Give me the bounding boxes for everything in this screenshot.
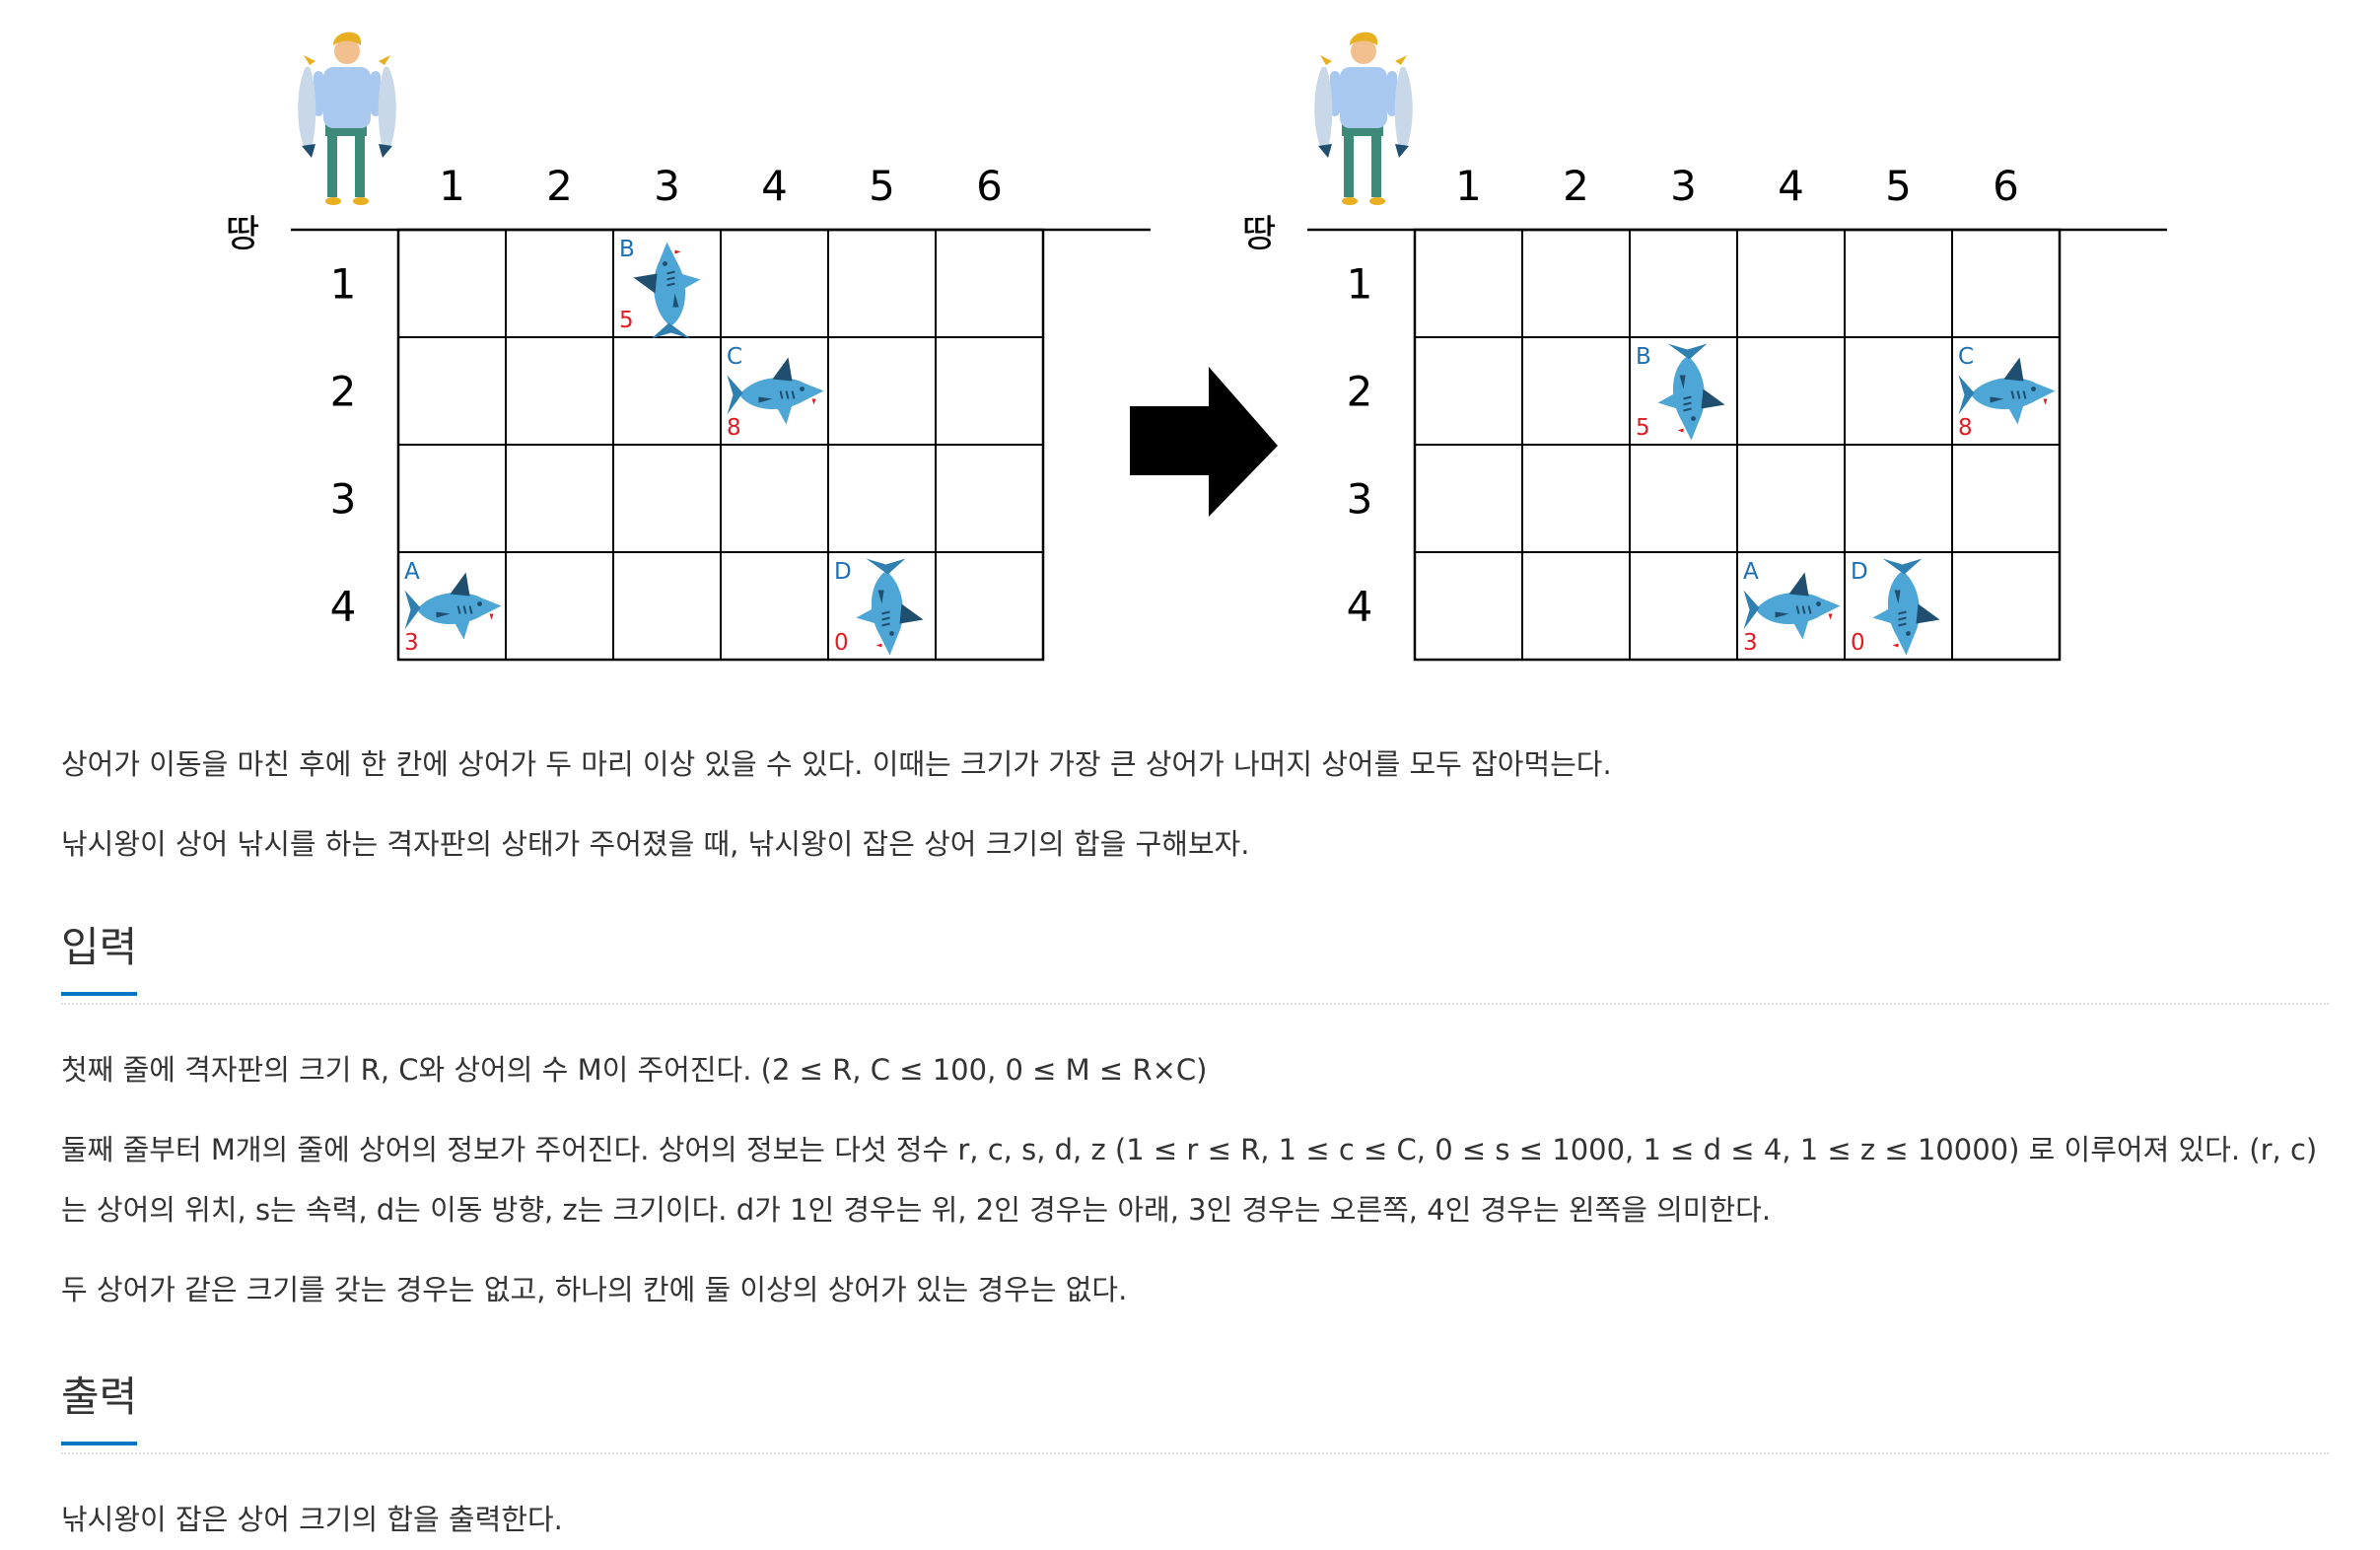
row-label: 2 <box>1347 368 1373 416</box>
column-label: 5 <box>1885 162 1912 210</box>
column-label: 2 <box>546 162 573 210</box>
column-label: 3 <box>1670 162 1697 210</box>
land-label: 땅 <box>226 212 260 255</box>
shark-size: 0 <box>1851 630 1865 656</box>
input-paragraph-2: 둘째 줄부터 M개의 줄에 상어의 정보가 주어진다. 상어의 정보는 다섯 정… <box>61 1133 2318 1227</box>
shark-icon <box>855 557 925 657</box>
shark-letter: B <box>619 237 635 262</box>
shark-b: B5 <box>1636 342 1726 442</box>
row-label: 4 <box>1347 583 1373 631</box>
column-label: 4 <box>761 162 788 210</box>
shark-letter: D <box>1851 559 1868 585</box>
paragraph-shark-eating: 상어가 이동을 마친 후에 한 칸에 상어가 두 마리 이상 있을 수 있다. … <box>61 747 1612 781</box>
shark-b: B5 <box>619 237 702 340</box>
output-paragraph-1: 낚시왕이 잡은 상어 크기의 합을 출력한다. <box>61 1503 563 1536</box>
shark-size: 0 <box>834 630 849 656</box>
column-label: 1 <box>1455 162 1482 210</box>
shark-a: A3 <box>403 559 503 656</box>
shark-d: D0 <box>1851 557 1941 657</box>
column-label: 1 <box>439 162 465 210</box>
arrow-icon <box>1130 367 1278 517</box>
column-label: 4 <box>1778 162 1804 210</box>
input-paragraph-3: 두 상어가 같은 크기를 갖는 경우는 없고, 하나의 칸에 둘 이상의 상어가… <box>61 1273 1128 1306</box>
output-section-header: 출력 <box>61 1364 2329 1454</box>
shark-icon <box>1656 342 1726 442</box>
row-label: 2 <box>330 368 357 416</box>
shark-size: 8 <box>727 415 741 441</box>
shark-size: 5 <box>1636 415 1650 441</box>
input-paragraph-1: 첫째 줄에 격자판의 크기 R, C와 상어의 수 M이 주어진다. (2 ≤ … <box>61 1053 1208 1087</box>
input-section-title: 입력 <box>61 914 138 996</box>
shark-a: A3 <box>1742 559 1842 656</box>
column-label: 6 <box>1993 162 2019 210</box>
land-label: 땅 <box>1242 212 1277 255</box>
shark-letter: C <box>1958 344 1974 370</box>
row-label: 4 <box>330 583 357 631</box>
row-label: 3 <box>1347 475 1373 524</box>
row-label: 1 <box>330 260 357 309</box>
shark-letter: A <box>404 559 420 585</box>
input-section-header: 입력 <box>61 914 2329 1005</box>
column-label: 2 <box>1563 162 1589 210</box>
paragraph-goal: 낚시왕이 상어 낚시를 하는 격자판의 상태가 주어졌을 때, 낚시왕이 잡은 … <box>61 827 1250 861</box>
shark-letter: A <box>1743 559 1759 585</box>
shark-letter: D <box>834 559 852 585</box>
shark-size: 8 <box>1958 415 1973 441</box>
fishing-king-icon <box>298 32 396 205</box>
shark-c: C8 <box>726 344 825 441</box>
fishing-king-icon <box>1314 32 1413 205</box>
column-label: 3 <box>654 162 680 210</box>
shark-letter: B <box>1636 344 1651 370</box>
shark-letter: C <box>727 344 742 370</box>
shark-d: D0 <box>834 557 925 657</box>
shark-c: C8 <box>1957 344 2057 441</box>
shark-size: 5 <box>619 308 634 333</box>
row-label: 1 <box>1347 260 1373 309</box>
shark-icon <box>632 241 702 340</box>
row-label: 3 <box>330 475 357 524</box>
shark-size: 3 <box>404 630 419 656</box>
column-label: 6 <box>976 162 1003 210</box>
shark-icon <box>1871 557 1941 657</box>
shark-size: 3 <box>1743 630 1758 656</box>
column-label: 5 <box>869 162 895 210</box>
output-section-title: 출력 <box>61 1364 138 1445</box>
